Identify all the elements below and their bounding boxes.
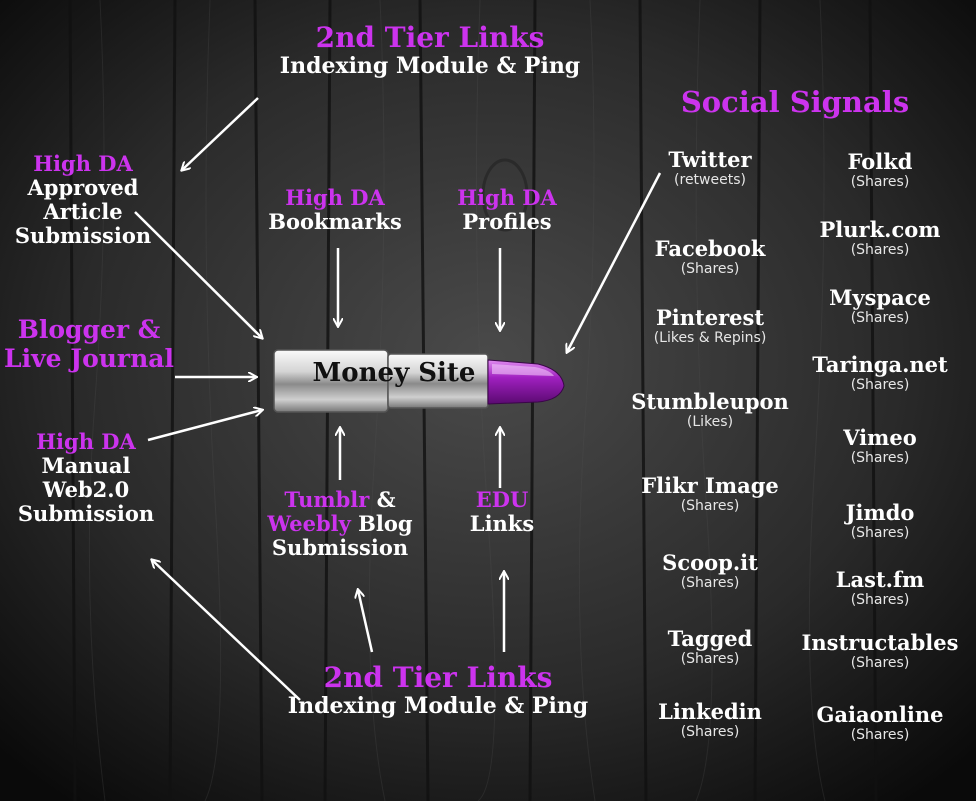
social-item: Vimeo(Shares)	[790, 425, 970, 467]
bookmarks-node: High DA Bookmarks	[255, 185, 415, 235]
arrow-bottom-tier-to-web20	[152, 560, 301, 701]
social-item-name: Facebook	[654, 236, 766, 261]
social-item: Taringa.net(Shares)	[790, 352, 970, 394]
blogger-node: Blogger & Live Journal	[0, 315, 178, 374]
social-item-metric: (Likes)	[686, 414, 734, 431]
social-item-name: Twitter	[668, 147, 752, 172]
social-item-name: Scoop.it	[662, 550, 758, 575]
social-item-name: Linkedin	[658, 699, 762, 724]
social-item-name: Taringa.net	[812, 352, 948, 377]
web20-node: High DA Manual Web2.0 Submission	[6, 429, 166, 527]
bottom-tier-block: 2nd Tier Links Indexing Module & Ping	[258, 661, 618, 720]
social-item: Scoop.it(Shares)	[620, 550, 800, 592]
arrow-bottom-tier-to-tumblr	[358, 590, 374, 653]
social-signals-title: Social Signals	[680, 85, 910, 119]
article-line: Submission	[14, 223, 152, 249]
social-item-name: Flikr Image	[641, 473, 779, 498]
blogger-line1: Blogger &	[17, 315, 161, 344]
social-item-metric: (Shares)	[850, 592, 910, 609]
social-item-metric: (retweets)	[674, 172, 746, 189]
article-accent: High DA	[33, 151, 133, 176]
social-item-metric: (Shares)	[680, 724, 740, 741]
web20-line: Web2.0	[42, 477, 130, 503]
profiles-label: Profiles	[462, 209, 552, 235]
web20-line: Submission	[17, 501, 155, 527]
social-item-metric: (Shares)	[850, 655, 910, 672]
social-item-name: Jimdo	[845, 500, 915, 525]
social-item: Flikr Image(Shares)	[620, 473, 800, 515]
edu-label: Links	[469, 511, 535, 537]
article-line: Approved	[27, 175, 139, 201]
social-item-metric: (Shares)	[680, 575, 740, 592]
arrow-top-tier-to-article	[182, 97, 259, 170]
edu-accent: EDU	[475, 487, 529, 512]
arrow-article-to-moneysite	[134, 211, 262, 338]
social-item-metric: (Likes & Repins)	[653, 330, 767, 347]
social-item-name: Gaiaonline	[816, 702, 944, 727]
edu-node: EDU Links	[452, 487, 552, 537]
social-item-metric: (Shares)	[850, 310, 910, 327]
arrow-twitter-to-moneysite	[567, 172, 662, 352]
social-item-name: Vimeo	[843, 425, 917, 450]
social-item: Instructables(Shares)	[790, 630, 970, 672]
top-tier-subtitle: Indexing Module & Ping	[279, 53, 581, 80]
social-item-name: Pinterest	[655, 305, 765, 330]
social-item: Facebook(Shares)	[620, 236, 800, 278]
social-item-metric: (Shares)	[850, 174, 910, 191]
social-item-metric: (Shares)	[680, 651, 740, 668]
bookmarks-accent: High DA	[285, 185, 385, 210]
social-item: Myspace(Shares)	[790, 285, 970, 327]
bookmarks-label: Bookmarks	[268, 209, 402, 235]
lipstick-graphic	[273, 349, 565, 413]
article-submission-node: High DA Approved Article Submission	[2, 151, 164, 249]
social-item: Stumbleupon(Likes)	[620, 389, 800, 431]
tumblr-line3: Submission	[271, 535, 409, 561]
social-item-name: Myspace	[829, 285, 931, 310]
social-item-name: Stumbleupon	[631, 389, 789, 414]
tumblr-name: Tumblr	[284, 487, 370, 512]
money-site-label: Money Site	[312, 358, 476, 388]
article-line: Article	[43, 199, 123, 225]
social-item: Jimdo(Shares)	[790, 500, 970, 542]
arrow-web20-to-moneysite	[147, 410, 262, 442]
social-item-name: Plurk.com	[819, 217, 941, 242]
weebly-name: Weebly	[267, 511, 351, 537]
social-item-name: Folkd	[847, 149, 913, 174]
web20-accent: High DA	[36, 429, 136, 454]
social-item: Folkd(Shares)	[790, 149, 970, 191]
social-item: Gaiaonline(Shares)	[790, 702, 970, 744]
social-item-metric: (Shares)	[680, 261, 740, 278]
social-item: Pinterest(Likes & Repins)	[620, 305, 800, 347]
social-item-name: Tagged	[667, 626, 753, 651]
top-tier-block: 2nd Tier Links Indexing Module & Ping	[250, 21, 610, 80]
profiles-accent: High DA	[457, 185, 557, 210]
social-item: Last.fm(Shares)	[790, 567, 970, 609]
social-item-metric: (Shares)	[680, 498, 740, 515]
social-item-metric: (Shares)	[850, 525, 910, 542]
bottom-tier-subtitle: Indexing Module & Ping	[287, 693, 589, 720]
social-item-metric: (Shares)	[850, 727, 910, 744]
social-item-metric: (Shares)	[850, 450, 910, 467]
web20-line: Manual	[41, 453, 131, 479]
social-item: Twitter(retweets)	[620, 147, 800, 189]
blog-word: Blog	[350, 511, 413, 537]
social-item-name: Instructables	[801, 630, 959, 655]
social-item: Tagged(Shares)	[620, 626, 800, 668]
social-item: Linkedin(Shares)	[620, 699, 800, 741]
profiles-node: High DA Profiles	[432, 185, 582, 235]
social-item-name: Last.fm	[835, 567, 925, 592]
blogger-line2: Live Journal	[4, 343, 174, 373]
social-item: Plurk.com(Shares)	[790, 217, 970, 259]
social-item-metric: (Shares)	[850, 242, 910, 259]
tumblr-weebly-node: Tumblr & Weebly Blog Submission	[245, 487, 435, 561]
bottom-tier-title: 2nd Tier Links	[323, 661, 553, 694]
top-tier-title: 2nd Tier Links	[315, 21, 545, 54]
tumblr-amp: &	[369, 487, 396, 512]
social-item-metric: (Shares)	[850, 377, 910, 394]
